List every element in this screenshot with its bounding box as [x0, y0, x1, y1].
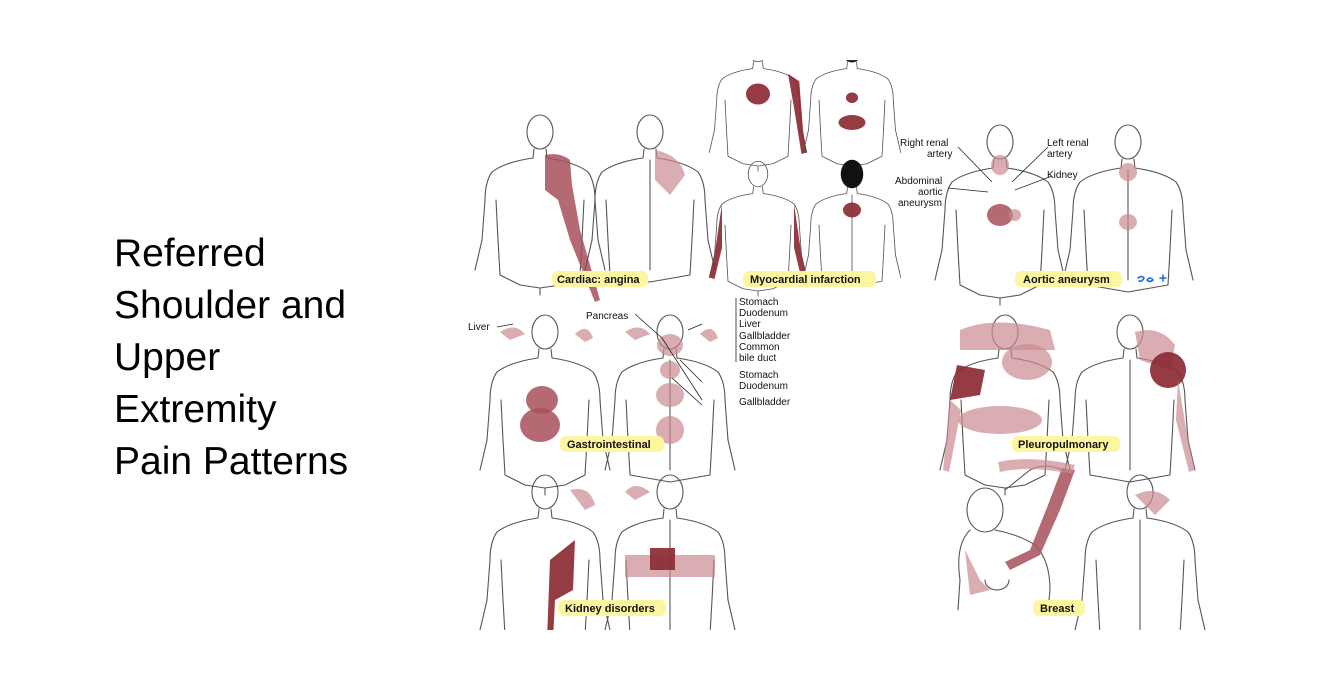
- list-item: Gallbladder: [739, 397, 791, 408]
- title-line: Shoulder and: [114, 284, 347, 327]
- label-right-renal-1: Right renal: [900, 138, 948, 149]
- title-line: Referred: [114, 232, 266, 275]
- list-item: bile duct: [739, 353, 776, 364]
- pain-region: [655, 150, 685, 195]
- caption-aortic: Aortic aneurysm: [1023, 274, 1110, 286]
- label-aaa-2: aortic: [918, 187, 942, 198]
- list-item: Duodenum: [739, 308, 788, 319]
- label-kidney: Kidney: [1047, 170, 1078, 181]
- label-pancreas: Pancreas: [586, 311, 628, 322]
- label-right-renal-2: artery: [927, 149, 953, 160]
- list-item: Gallbladder: [739, 331, 791, 342]
- caption-kidney: Kidney disorders: [565, 603, 655, 615]
- caption-gi: Gastrointestinal: [567, 439, 651, 451]
- panel-aortic-aneurysm: Right renal artery Left renal artery Kid…: [895, 124, 1194, 306]
- svg-text:Cardiac: angina: Cardiac: angina: [557, 274, 640, 286]
- caption-mi: Myocardial infarction: [750, 274, 861, 286]
- caption-breast: Breast: [1040, 603, 1075, 615]
- label-aaa-3: aneurysm: [898, 198, 942, 209]
- caption-cardiac-main: angina: [604, 274, 640, 286]
- panel-breast: Breast: [957, 459, 1206, 630]
- handwritten-annotation: [1137, 274, 1167, 283]
- slide-title: Referred Shoulder and Upper Extremity Pa…: [114, 228, 414, 488]
- panel-gastrointestinal: Liver Pancreas Stomach Duodenum Liver Ga…: [468, 297, 791, 496]
- list-item: Stomach: [739, 370, 778, 381]
- title-line: Upper: [114, 336, 221, 379]
- caption-pleuro: Pleuropulmonary: [1018, 439, 1109, 451]
- pain-pattern-figure: Cardiac: angina Myocardial infarction: [468, 60, 1206, 630]
- list-item: Common: [739, 342, 780, 353]
- panel-cardiac-angina: Cardiac: angina: [474, 114, 716, 302]
- list-item: Stomach: [739, 297, 778, 308]
- title-line: Pain Patterns: [114, 440, 349, 483]
- list-item: Liver: [739, 319, 761, 330]
- title-line: Extremity: [114, 388, 277, 431]
- gi-organ-list-2: Stomach Duodenum Gallbladder: [739, 370, 791, 408]
- list-item: Duodenum: [739, 381, 788, 392]
- panel-myocardial-infarction: Myocardial infarction: [708, 60, 902, 297]
- panel-kidney-disorders: Kidney disorders: [479, 474, 736, 630]
- label-left-renal-1: Left renal: [1047, 138, 1089, 149]
- label-liver-front: Liver: [468, 322, 490, 333]
- caption-cardiac-prefix: Cardiac:: [557, 274, 604, 286]
- gi-organ-list-1: Stomach Duodenum Liver Gallbladder Commo…: [739, 297, 791, 364]
- panel-pleuropulmonary: Pleuropulmonary: [939, 314, 1196, 496]
- label-left-renal-2: artery: [1047, 149, 1073, 160]
- label-aaa-1: Abdominal: [895, 176, 942, 187]
